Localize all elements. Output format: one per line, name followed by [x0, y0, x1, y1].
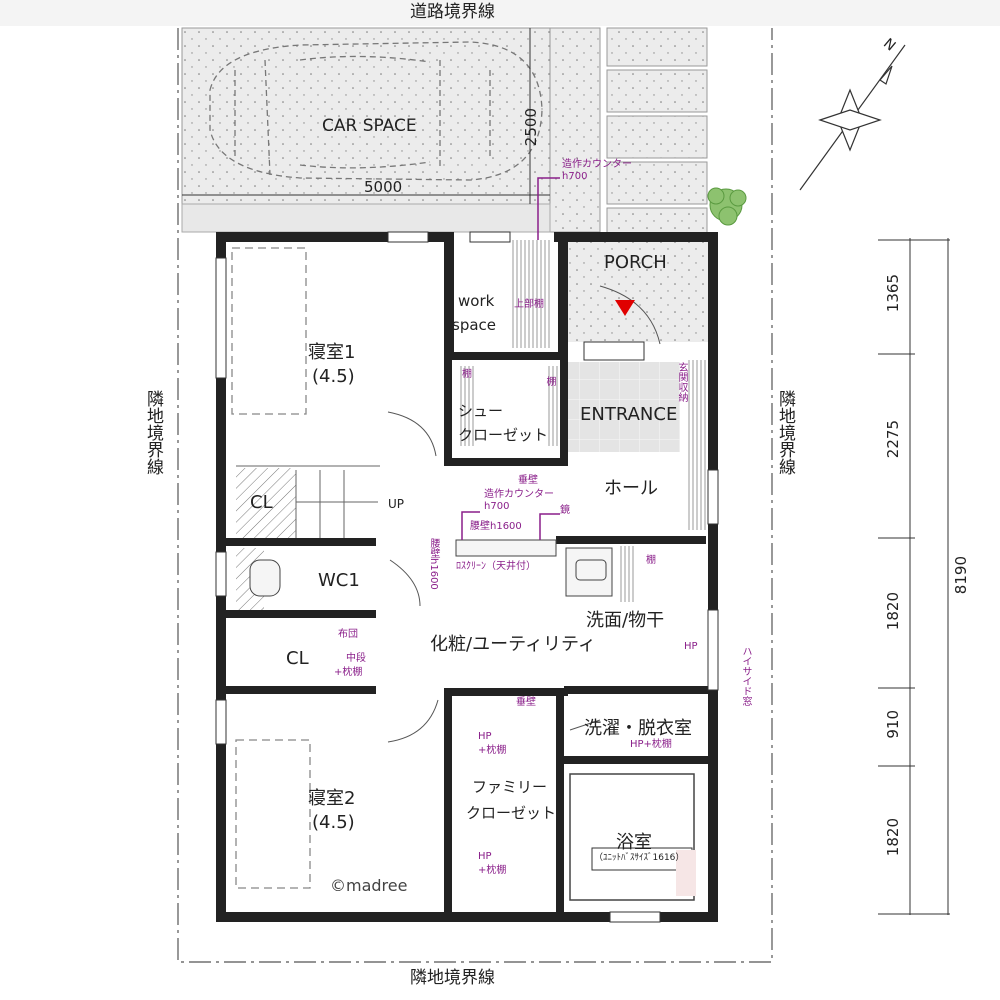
bath-size-note: （ﾕﾆｯﾄﾊﾞｽｻｲｽﾞ1616）: [594, 853, 685, 863]
work-space-line2: space: [452, 316, 497, 334]
wc-label: WC1: [318, 570, 360, 591]
laundry-label: 洗濯・脱衣室: [584, 718, 692, 739]
hp-stack-bottom-line1: HP: [478, 851, 492, 862]
copyright-label: ©madree: [330, 876, 408, 895]
utility-label: 化粧/ユーティリティ: [430, 634, 596, 655]
shoe-closet-line2: クローゼット: [458, 426, 549, 444]
genkan-storage-label: 玄関収納: [676, 362, 687, 402]
dim-1365: 1365: [884, 274, 902, 313]
dim-1820-b: 1820: [884, 818, 902, 857]
neighbor-boundary-left-label: 隣地境界線: [143, 390, 163, 475]
shelf-label-entrance: 棚: [544, 376, 555, 386]
car-depth-dim: 2500: [522, 108, 540, 147]
shoe-closet-line1: シュー: [458, 402, 504, 420]
shelf-label-shoe: 棚: [462, 369, 472, 380]
senmen-label: 洗面/物干: [586, 610, 665, 631]
hanging-wall-bottom: 垂壁: [516, 697, 536, 708]
cl-label-1: CL: [250, 492, 273, 513]
up-label: UP: [388, 497, 405, 511]
chudan-line1: 中段: [346, 653, 366, 664]
screen-label: ﾛｽｸﾘｰﾝ（天井付）: [456, 561, 536, 572]
dim-2275: 2275: [884, 420, 902, 459]
hp-stack-top-line2: +枕棚: [478, 745, 507, 756]
cl-label-2: CL: [286, 648, 309, 669]
chudan-line2: +枕棚: [334, 667, 363, 678]
bedroom1-size: (4.5): [312, 366, 355, 387]
hp-shelf-label: HP+枕棚: [630, 739, 672, 750]
shelf-label-senmen: 棚: [646, 555, 656, 566]
hanging-wall-top: 垂壁: [518, 475, 538, 486]
bedroom1-name: 寝室1: [308, 342, 356, 363]
counter-top-line1: 造作カウンター: [562, 159, 632, 170]
road-boundary-label: 道路境界線: [410, 2, 495, 22]
mirror-label: 鏡: [560, 505, 570, 516]
dim-910: 910: [884, 710, 902, 739]
work-space-line1: work: [458, 292, 495, 310]
hall-label: ホール: [604, 478, 658, 499]
neighbor-boundary-right-label: 隣地境界線: [775, 390, 795, 475]
car-width-dim: 5000: [364, 178, 403, 196]
waist-wall-label: 腰壁h1600: [470, 521, 522, 532]
porch-label: PORCH: [604, 252, 667, 273]
counter-mid-line1: 造作カウンター: [484, 489, 554, 500]
hp-label-senmen: HP: [684, 641, 698, 652]
waist-wall-vert-label: 腰壁h1600: [428, 538, 439, 590]
family-closet-line2: クローゼット: [466, 804, 557, 822]
dim-1820-a: 1820: [884, 592, 902, 631]
upper-shelf-label: 上部棚: [514, 299, 544, 310]
bedroom2-size: (4.5): [312, 812, 355, 833]
counter-top-line2: h700: [562, 171, 588, 182]
family-closet-line1: ファミリー: [472, 778, 548, 796]
hp-stack-bottom-line2: +枕棚: [478, 865, 507, 876]
bath-label: 浴室: [616, 832, 652, 853]
car-space-label: CAR SPACE: [322, 116, 417, 136]
futon-label: 布団: [338, 629, 358, 640]
entrance-label: ENTRANCE: [580, 404, 678, 425]
bedroom2-name: 寝室2: [308, 788, 356, 809]
hp-stack-top-line1: HP: [478, 731, 492, 742]
neighbor-boundary-bottom-label: 隣地境界線: [410, 968, 495, 988]
dim-total-8190: 8190: [952, 556, 970, 595]
high-side-window-label: ハイサイド窓: [740, 646, 751, 706]
counter-mid-line2: h700: [484, 501, 510, 512]
